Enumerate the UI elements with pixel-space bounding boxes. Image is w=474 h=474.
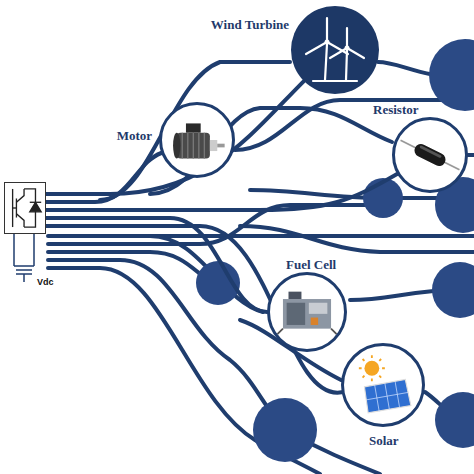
solar-node: Solar — [341, 343, 425, 427]
power-wire — [46, 153, 161, 202]
power-wire — [46, 218, 267, 312]
solar-icon — [344, 346, 422, 424]
wind-turbine-node: Wind Turbine — [291, 6, 379, 94]
voltage-label: Vdc — [37, 275, 54, 289]
inverter-icon — [5, 183, 45, 233]
node-label: Solar — [369, 434, 399, 448]
fuel-cell-node: Fuel Cell — [267, 272, 347, 352]
fuel-icon — [270, 275, 344, 349]
power-wire — [46, 226, 342, 393]
inverter-box: Vdc — [4, 182, 46, 234]
node-label: Fuel Cell — [286, 258, 336, 272]
power-wire — [46, 174, 397, 210]
power-wire — [46, 81, 304, 194]
turbine-icon — [291, 6, 379, 94]
resistor-icon — [395, 120, 465, 190]
node-label: Motor — [117, 129, 152, 143]
motor-node: Motor — [159, 102, 235, 178]
motor-icon — [162, 105, 232, 175]
node-label: Resistor — [373, 103, 419, 117]
resistor-node: Resistor — [392, 117, 468, 193]
node-label: Wind Turbine — [211, 18, 289, 32]
